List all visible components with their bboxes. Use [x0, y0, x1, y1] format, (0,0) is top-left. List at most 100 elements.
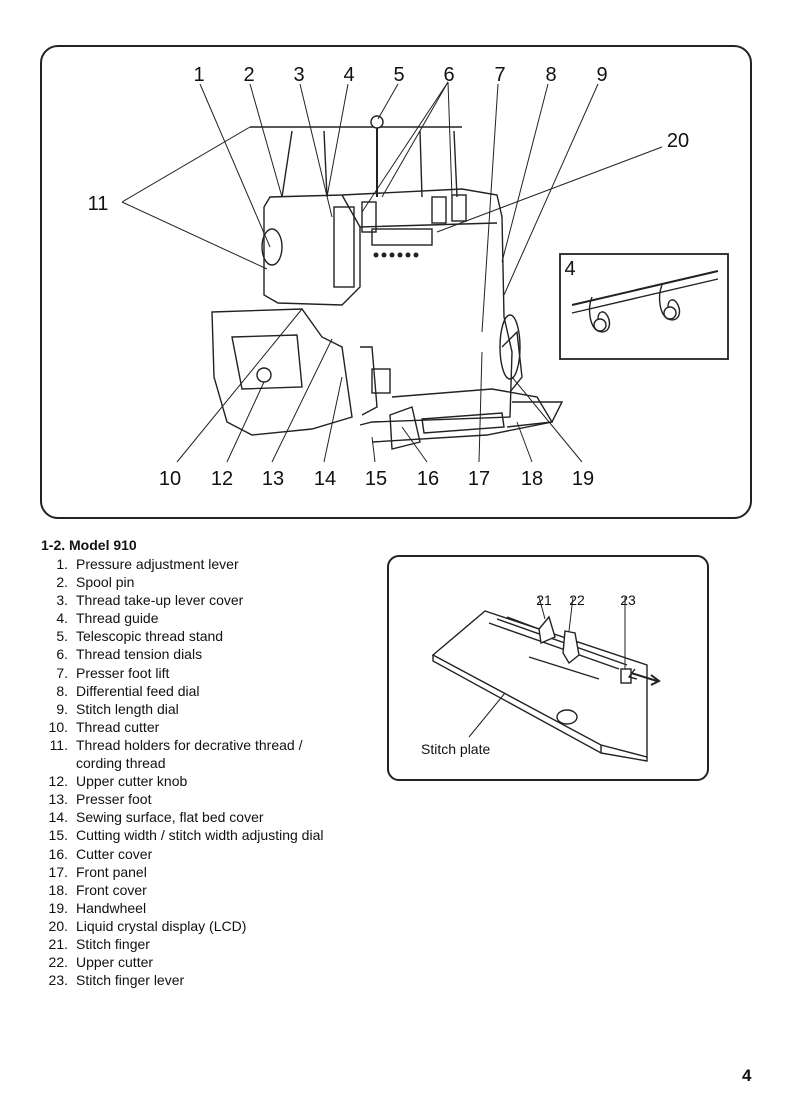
list-item-label: Front panel: [76, 863, 147, 880]
plate-callout-22: 22: [569, 592, 585, 608]
list-item-number: 20.: [48, 917, 68, 934]
list-item-number: 8.: [56, 682, 68, 699]
callout-7: 7: [494, 64, 506, 86]
list-item-label: Pressure adjustment lever: [76, 556, 239, 572]
callout-5: 5: [393, 64, 405, 86]
callout-11: 11: [87, 193, 109, 215]
list-item: 4. Thread guide: [46, 609, 323, 627]
list-item-number: 6.: [56, 646, 68, 663]
list-item-number: 12.: [48, 773, 68, 790]
list-item: 7. Presser foot lift: [46, 664, 323, 682]
list-item-label: Differential feed dial: [76, 682, 200, 699]
list-item-label: Front cover: [76, 881, 147, 898]
inset-label: 4: [564, 258, 576, 280]
list-item-label: Cutter cover: [76, 845, 153, 862]
list-item: 12. Upper cutter knob: [46, 772, 323, 790]
callout-9: 9: [596, 64, 608, 86]
list-item: 5. Telescopic thread stand: [46, 627, 323, 645]
list-item: 21. Stitch finger: [46, 935, 323, 953]
list-item: 14. Sewing surface, flat bed cover: [46, 808, 323, 826]
callout-19: 19: [571, 468, 595, 490]
parts-list: 1.Pressure adjustment lever 2.Spool pin …: [46, 555, 324, 989]
list-item-number: 16.: [48, 845, 68, 862]
page-number: 4: [742, 1066, 752, 1085]
list-item-label: Thread guide: [76, 610, 159, 627]
list-item-number: 1.: [56, 556, 68, 572]
list-item-label-continued: cording thread: [76, 755, 166, 772]
callout-14: 14: [313, 468, 337, 490]
list-item-label: Spool pin: [76, 574, 135, 591]
callout-8: 8: [545, 64, 557, 86]
list-item-number: 3.: [56, 592, 68, 609]
list-item-label: Stitch finger: [76, 935, 150, 952]
list-item: 9. Stitch length dial: [46, 700, 323, 718]
list-item-label: Presser foot lift: [76, 664, 170, 681]
plate-callout-21: 21: [536, 592, 552, 608]
list-item: 13. Presser foot: [46, 790, 323, 808]
list-item-number: 10.: [48, 718, 68, 735]
list-item: 3. Thread take-up lever cover: [46, 591, 323, 609]
list-item-number: 22.: [48, 954, 68, 971]
list-item: 19. Handwheel: [46, 899, 323, 917]
list-item-number: 11.: [49, 736, 68, 753]
stitch-plate-drawing: [431, 596, 661, 762]
stitch-plate-frame: 21 22 23 Stitch plate: [387, 555, 709, 781]
plate-callout-23: 23: [620, 592, 636, 608]
callout-12: 12: [210, 468, 234, 490]
section-heading: 1-2. Model 910: [41, 537, 137, 553]
callout-10: 10: [158, 468, 182, 490]
callout-2: 2: [243, 64, 255, 86]
list-item-number: 21.: [48, 935, 68, 952]
list-item: 23.Stitch finger lever: [46, 971, 323, 989]
list-item: 20. Liquid crystal display (LCD): [46, 917, 323, 935]
stitch-plate-label: Stitch plate: [421, 741, 491, 757]
callout-17: 17: [467, 468, 491, 490]
list-item: 22. Upper cutter: [46, 953, 323, 971]
list-item-label: Upper cutter knob: [76, 773, 188, 790]
callout-4: 4: [343, 64, 355, 86]
callout-13: 13: [261, 468, 285, 490]
callout-3: 3: [293, 64, 305, 86]
list-item-label: Stitch finger lever: [76, 972, 185, 989]
list-item: 17. Front panel: [46, 863, 323, 881]
callout-15: 15: [364, 468, 388, 490]
list-item-number: 15.: [48, 827, 68, 844]
list-item-number: 7.: [56, 664, 68, 681]
serger-machine-drawing: [121, 81, 729, 463]
callout-16: 16: [416, 468, 440, 490]
callout-6: 6: [443, 64, 455, 86]
list-item-number: 13.: [48, 791, 68, 808]
list-item-number: 18.: [48, 881, 68, 898]
list-item-number: 2.: [56, 574, 68, 591]
list-item-label: Cutting width / stitch width adjusting d…: [76, 827, 324, 844]
callout-20: 20: [666, 130, 690, 152]
list-item-number: 9.: [56, 700, 68, 717]
list-item-number: 5.: [56, 628, 68, 645]
list-item-label: Thread tension dials: [76, 646, 203, 663]
list-item-label: Liquid crystal display (LCD): [76, 917, 247, 934]
list-item-label: Upper cutter: [76, 954, 154, 971]
list-item: 11. Thread holders for decrative thread /…: [46, 736, 323, 772]
list-item-label: Thread cutter: [76, 718, 160, 735]
list-item-number: 19.: [48, 899, 68, 916]
list-item: 18. Front cover: [46, 881, 323, 899]
list-item-label: Handwheel: [76, 899, 147, 916]
list-item-label: Sewing surface, flat bed cover: [76, 809, 264, 826]
machine-illustration-frame: 1 2 3 4 5 6 7 8 9 20 11 10 12 13 14 15 1…: [40, 45, 752, 519]
list-item-label: Thread take-up lever cover: [76, 592, 244, 609]
list-item-label: Thread holders for decrative thread /: [76, 736, 303, 753]
callout-1: 1: [193, 64, 205, 86]
list-item: 16. Cutter cover: [46, 845, 323, 863]
list-item-label: Telescopic thread stand: [76, 628, 224, 645]
list-item: 15. Cutting width / stitch width adjustin…: [46, 826, 324, 844]
list-item-label: Stitch length dial: [76, 700, 179, 717]
list-item-number: 14.: [48, 809, 68, 826]
callout-18: 18: [520, 468, 544, 490]
list-item-number: 4.: [56, 610, 68, 627]
list-item: 6. Thread tension dials: [46, 645, 323, 663]
list-item-label: Presser foot: [76, 791, 152, 808]
list-item: 1. Pressure adjustment lever: [46, 555, 323, 573]
list-item: 10. Thread cutter: [46, 718, 323, 736]
list-item-number: 17.: [48, 863, 68, 880]
list-item: 2. Spool pin: [46, 573, 323, 591]
